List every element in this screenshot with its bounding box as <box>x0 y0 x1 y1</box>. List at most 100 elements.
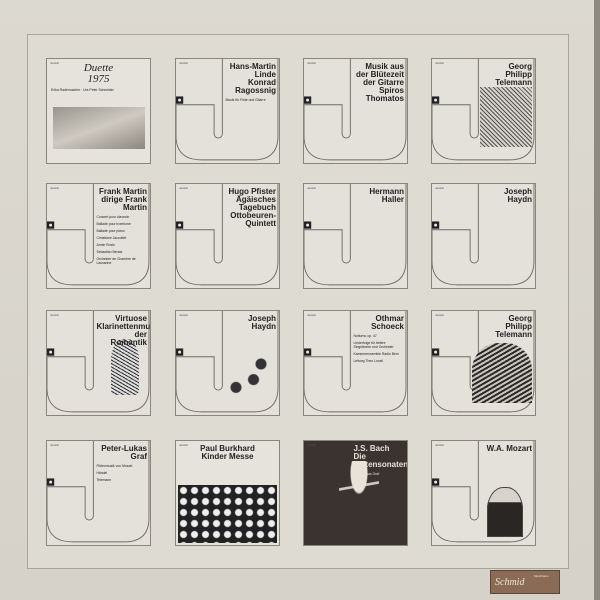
album-subtitle: Christiane Jaccottet <box>96 236 127 240</box>
album-subtitle: Musik für Flöte und Gitarre <box>225 98 266 102</box>
album-subtitle: Notturno op. 47 <box>353 334 377 338</box>
album-subtitle: Kammerensemble Radio Bern <box>353 352 399 356</box>
cover-text: W.A. Mozart <box>481 445 532 453</box>
j-logo-outline <box>176 59 279 161</box>
album-title: Joseph Haydn <box>247 314 276 331</box>
cover-text: Georg Philipp Telemann <box>481 63 532 87</box>
label-logo: Jecklin <box>435 186 445 190</box>
cover-illustration <box>53 107 145 149</box>
label-logo: Jecklin <box>307 186 317 190</box>
label-logo: Jecklin <box>307 313 317 317</box>
album-subtitle: Leitung Theo Loosli <box>353 359 383 363</box>
sticker-code: Musikhaus <box>534 574 549 578</box>
album-subtitle: Liederfolge für tiefere Singstimme und O… <box>353 341 394 349</box>
dealer-sticker: Schmid Musikhaus <box>490 570 560 594</box>
label-logo: Jecklin <box>50 186 60 190</box>
label-logo: Jecklin <box>179 313 189 317</box>
label-logo: Jecklin <box>435 313 445 317</box>
cover-text: Georg Philipp Telemann <box>481 315 532 339</box>
j-logo-outline <box>432 184 535 286</box>
cover-text: Hermann Haller <box>353 188 404 204</box>
album-tile[interactable]: Jecklin Joseph Haydn <box>175 310 280 416</box>
album-title: Joseph Haydn <box>503 187 532 204</box>
album-title: Hugo Pfister <box>228 187 276 196</box>
album-title: Georg Philipp Telemann <box>495 314 532 339</box>
album-title: Paul Burkhard <box>200 444 255 453</box>
album-subtitle: Sebastian Benda <box>96 250 123 254</box>
label-logo: Jecklin <box>179 61 189 65</box>
album-subtitle: Telemann <box>96 478 112 482</box>
album-subtitle: Ballade pour trombone <box>96 222 131 226</box>
album-title: Die Flötensonaten <box>353 452 408 469</box>
album-title: Hans-Martin Linde <box>229 62 276 79</box>
album-tile[interactable]: Jecklin W.A. Mozart <box>431 440 536 546</box>
album-title: Spiros Thomatos <box>365 86 404 103</box>
sleeve-edge <box>594 0 600 600</box>
album-subtitle: Ballade pour piano <box>96 229 125 233</box>
mozart-portrait <box>487 487 523 537</box>
label-logo: Jecklin <box>50 61 60 65</box>
album-tile[interactable]: Jecklin Joseph Haydn <box>431 183 536 289</box>
label-logo: Jecklin <box>435 443 445 447</box>
album-title: J.S. Bach <box>353 444 390 453</box>
j-logo-outline <box>432 59 535 161</box>
cover-text: Virtuose Klarinettenmusik der Romantik <box>96 315 150 347</box>
album-title: Musik aus der Blütezeit der Gitarre <box>355 62 404 87</box>
cover-text: Joseph Haydn <box>225 315 276 331</box>
violinist-image <box>472 343 532 403</box>
j-logo-outline <box>47 184 150 286</box>
j-logo-outline <box>304 184 407 286</box>
album-title: Othmar Schoeck <box>371 314 404 331</box>
album-title: Georg Philipp Telemann <box>495 62 532 87</box>
album-title: W.A. Mozart <box>486 444 532 453</box>
dancers-image <box>221 351 271 403</box>
album-title: 1975 <box>87 73 110 85</box>
j-logo-outline <box>432 441 535 543</box>
album-title: Konrad Ragossnig <box>235 78 276 95</box>
album-title: Ottobeuren-Quintett <box>230 211 276 228</box>
label-logo: Jecklin <box>435 61 445 65</box>
clarinettist-image <box>111 339 139 395</box>
j-logo-outline <box>176 184 279 286</box>
cover-text: Joseph Haydn <box>481 188 532 204</box>
album-title: Kinder Messe <box>201 452 254 461</box>
album-title: Ägäisches Tagebuch <box>235 195 276 212</box>
j-logo-outline <box>304 311 407 413</box>
album-tile[interactable]: Jecklin Georg Philipp Telemann <box>431 310 536 416</box>
album-subtitle: Flötenmusik von Mozart <box>96 464 133 468</box>
engraving-image <box>480 87 532 147</box>
children-faces-image <box>178 485 277 543</box>
album-subtitle: Armin Rosin <box>96 243 115 247</box>
label-logo: Jecklin <box>307 61 317 65</box>
label-logo: Jecklin <box>179 443 189 447</box>
label-logo: Jecklin <box>307 443 317 447</box>
album-subtitle: Concert pour clavecin <box>96 215 130 219</box>
album-subtitle: Peter-Lukas Graf <box>353 472 380 476</box>
label-logo: Jecklin <box>179 186 189 190</box>
flutist-photo <box>339 461 379 521</box>
sticker-brand: Schmid <box>495 577 525 588</box>
album-tile[interactable]: Jecklin Georg Philipp Telemann <box>431 58 536 164</box>
album-title: Peter-Lukas Graf <box>101 444 147 461</box>
album-subtitle: Händel <box>96 471 108 475</box>
album-subtitle: Orchestre de Chambre de Lausanne <box>96 257 136 265</box>
